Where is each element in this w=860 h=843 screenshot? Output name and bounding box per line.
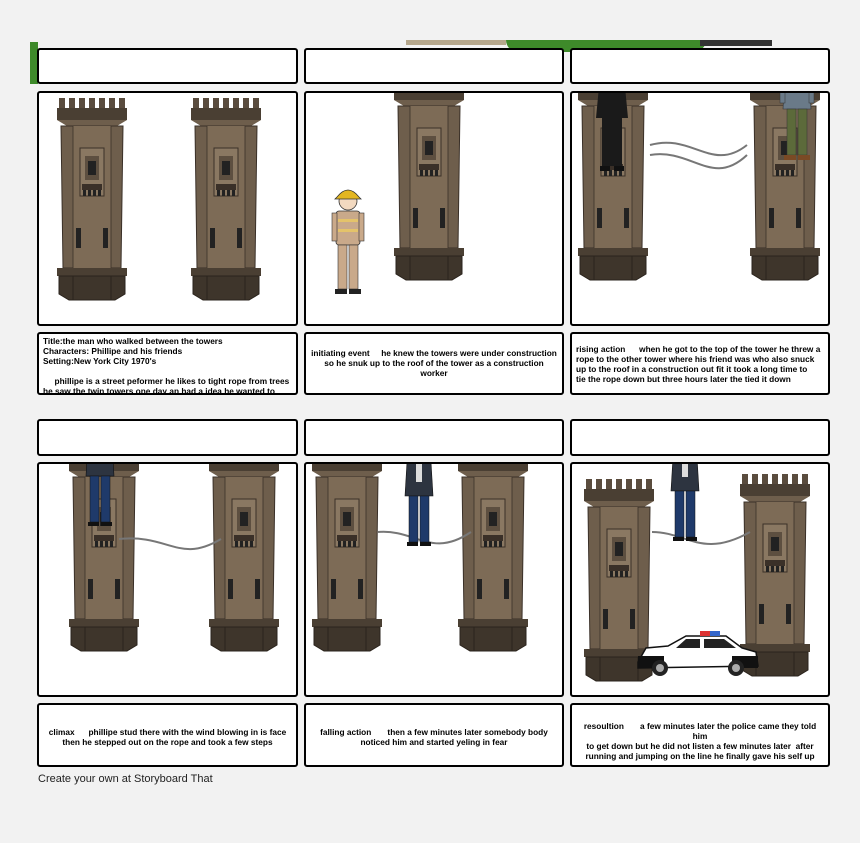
- cell-4-art: [68, 464, 280, 652]
- cell-4-scene: [37, 462, 298, 697]
- cell-6-art: [583, 464, 811, 682]
- cell-1-title-box: [37, 48, 298, 84]
- cell-3-title-box: [570, 48, 830, 84]
- cell-1-caption: Title:the man who walked between the tow…: [37, 332, 298, 395]
- cell-2-art: [331, 93, 465, 295]
- cell-1-art: [56, 97, 262, 301]
- tower-right: [208, 464, 280, 652]
- police-car: [637, 631, 759, 676]
- grass-strip-top: [406, 40, 506, 45]
- cell-2-scene: [304, 91, 564, 326]
- tower-center: [393, 93, 465, 281]
- rope: [651, 531, 751, 545]
- cell-2-title-box: [304, 48, 564, 84]
- cell-5-scene: [304, 462, 564, 697]
- tower-left: [311, 464, 383, 652]
- cell-3-caption: rising action when he got to the top of …: [570, 332, 830, 395]
- cell-5-title-box: [304, 419, 564, 456]
- construction-worker: [331, 189, 365, 295]
- cell-1-scene: [37, 91, 298, 326]
- tower-right: [749, 93, 821, 281]
- storyboard-that-credit[interactable]: Create your own at Storyboard That: [38, 773, 213, 785]
- tower-left: [56, 97, 128, 301]
- tower-right: [190, 97, 262, 301]
- cell-5-art: [311, 464, 529, 652]
- rope: [649, 141, 748, 157]
- cell-5-caption: falling action then a few minutes later …: [304, 703, 564, 767]
- tower-right: [457, 464, 529, 652]
- cell-6-title-box: [570, 419, 830, 456]
- rope: [118, 537, 222, 550]
- rope-2: [649, 153, 748, 170]
- phillipe: [670, 464, 700, 542]
- road-strip-top: [700, 40, 772, 46]
- phillipe: [404, 464, 434, 547]
- cell-4-caption: climax phillipe stud there with the wind…: [37, 703, 298, 767]
- cell-3-scene: [570, 91, 830, 326]
- cell-2-caption: initiating event he knew the towers were…: [304, 332, 564, 395]
- cell-4-title-box: [37, 419, 298, 456]
- tower-left: [583, 478, 655, 682]
- cell-6-scene: [570, 462, 830, 697]
- cell-3-art: [577, 93, 821, 281]
- cell-6-caption: resoultion a few minutes later the polic…: [570, 703, 830, 767]
- tower-right: [739, 473, 811, 677]
- grass-strip-left: [30, 42, 38, 84]
